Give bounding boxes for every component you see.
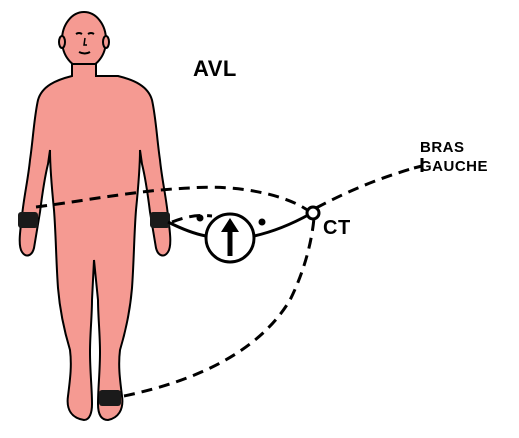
left-arm-label: BRAS GAUCHE xyxy=(420,138,488,176)
lead-title: AVL xyxy=(193,56,237,82)
figure-ear-left xyxy=(103,36,109,48)
figure-body xyxy=(20,64,171,420)
figure-ear-right xyxy=(59,36,65,48)
lead-inner-arc xyxy=(172,216,212,222)
left-arm-label-line2: GAUCHE xyxy=(420,157,488,176)
right-wrist-electrode xyxy=(18,212,38,228)
lead-dot-left xyxy=(197,215,204,222)
left-ankle-electrode xyxy=(99,390,121,406)
human-figure xyxy=(18,12,170,420)
central-terminal-label: CT xyxy=(323,217,351,240)
galvanometer-up-arrow-icon xyxy=(206,214,254,262)
lead-ct-to-left-arm xyxy=(316,168,414,208)
central-terminal-node xyxy=(307,207,319,219)
left-arm-label-line1: BRAS xyxy=(420,138,488,157)
left-wrist-electrode xyxy=(150,212,170,228)
wire-wrist-to-meter xyxy=(168,222,206,236)
lead-dot-right xyxy=(259,219,266,226)
